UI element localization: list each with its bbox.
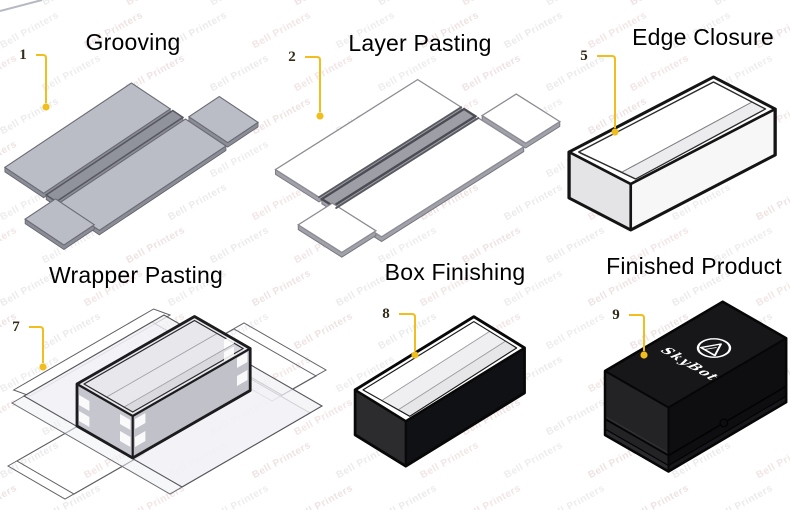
step-title-edge-closure: Edge Closure [632,24,774,50]
box-left-face [355,389,406,467]
grooving-illustration [3,82,260,251]
box-left-face [77,384,133,458]
box-left-face [569,152,631,230]
step-title-finished-product: Finished Product [606,253,782,279]
triangle-a-icon [704,347,717,350]
end-flap [187,95,260,144]
step-badge-1: 1 [10,42,36,68]
box-opening [77,316,251,416]
step-title-grooving: Grooving [85,29,181,55]
groove-spine [44,109,185,203]
box-opening [569,77,776,184]
box-front-face [405,347,525,467]
box-floor [382,331,506,410]
logo-circle-icon [696,338,732,358]
inner-wall-strip [398,341,517,417]
board-panel [3,82,172,194]
step-badge-2: 2 [279,44,305,70]
step-badge-5: 5 [571,43,597,69]
box-finishing-illustration [353,315,526,468]
base-plinth [668,396,787,472]
end-flap [480,93,562,144]
step-number: 2 [288,48,296,65]
step-number: 7 [12,318,20,335]
step-badge-7: 7 [3,314,29,340]
lid-edge-highlight [604,416,669,454]
corner-crop-line [0,0,43,12]
edge-closure-illustration [567,75,777,232]
step-number: 8 [382,305,390,322]
base-plinth [605,429,669,472]
end-flap [297,202,378,254]
inner-wall-strip [124,343,244,412]
wrapper-pasting-illustration [6,308,328,500]
layer-pasting-illustration [274,78,562,258]
step-number: 1 [19,46,27,63]
step-title-layer-pasting: Layer Pasting [348,30,492,56]
thumb-notch [719,418,729,428]
tape-strips [79,352,248,447]
box-front-face [132,348,251,458]
step-badge-9: 9 [603,302,629,328]
box-top-face [605,301,787,408]
step-title-box-finishing: Box Finishing [384,259,526,285]
step-number: 5 [580,47,588,64]
end-flap [24,198,96,246]
step-badge-8: 8 [373,301,399,327]
step-number: 9 [612,306,620,323]
groove-spine [319,107,478,208]
box-front-face [630,109,776,230]
triangle-a-icon [699,343,723,357]
finished-product-illustration: SkyBot [603,300,788,473]
inner-wall-strip [622,102,766,179]
step-title-wrapper-pasting: Wrapper Pasting [49,262,223,288]
